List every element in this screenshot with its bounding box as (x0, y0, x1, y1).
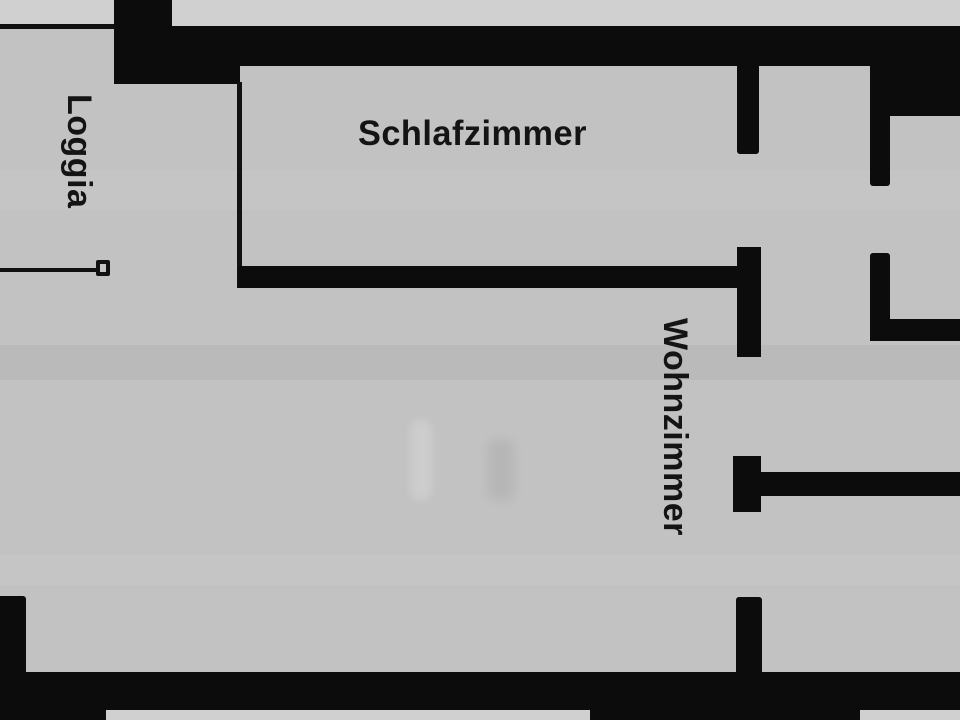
wall-t-cap (733, 456, 761, 512)
wall-thin-top-left (0, 24, 116, 29)
scan-smudge (410, 420, 432, 500)
lower-space-left (106, 710, 590, 720)
wall-top (114, 26, 960, 66)
wall-right-L-horizontal (870, 319, 960, 341)
room-label-wohnzimmer: Wohnzimmer (656, 318, 694, 536)
wall-door-jamb-lower (736, 597, 762, 682)
loggia-railing-post (96, 260, 110, 276)
scan-band (0, 555, 960, 585)
upper-left-space (0, 0, 114, 26)
upper-space (172, 0, 960, 26)
lower-space-right (860, 710, 960, 720)
room-label-loggia: Loggia (60, 94, 98, 209)
scan-band (0, 170, 960, 210)
wall-schlafzimmer-bottom (238, 266, 758, 288)
room-label-schlafzimmer: Schlafzimmer (358, 114, 587, 153)
loggia-railing-line (0, 268, 100, 272)
wall-schlafzimmer-left (237, 82, 242, 288)
wall-right-mid (758, 472, 960, 496)
scan-smudge (488, 440, 514, 500)
wall-door-jamb-upper (737, 62, 759, 154)
wall-door-jamb-middle (737, 247, 761, 357)
wall-top-step (114, 62, 240, 84)
wall-right-upper-stub (870, 60, 890, 186)
scan-band (0, 345, 960, 380)
